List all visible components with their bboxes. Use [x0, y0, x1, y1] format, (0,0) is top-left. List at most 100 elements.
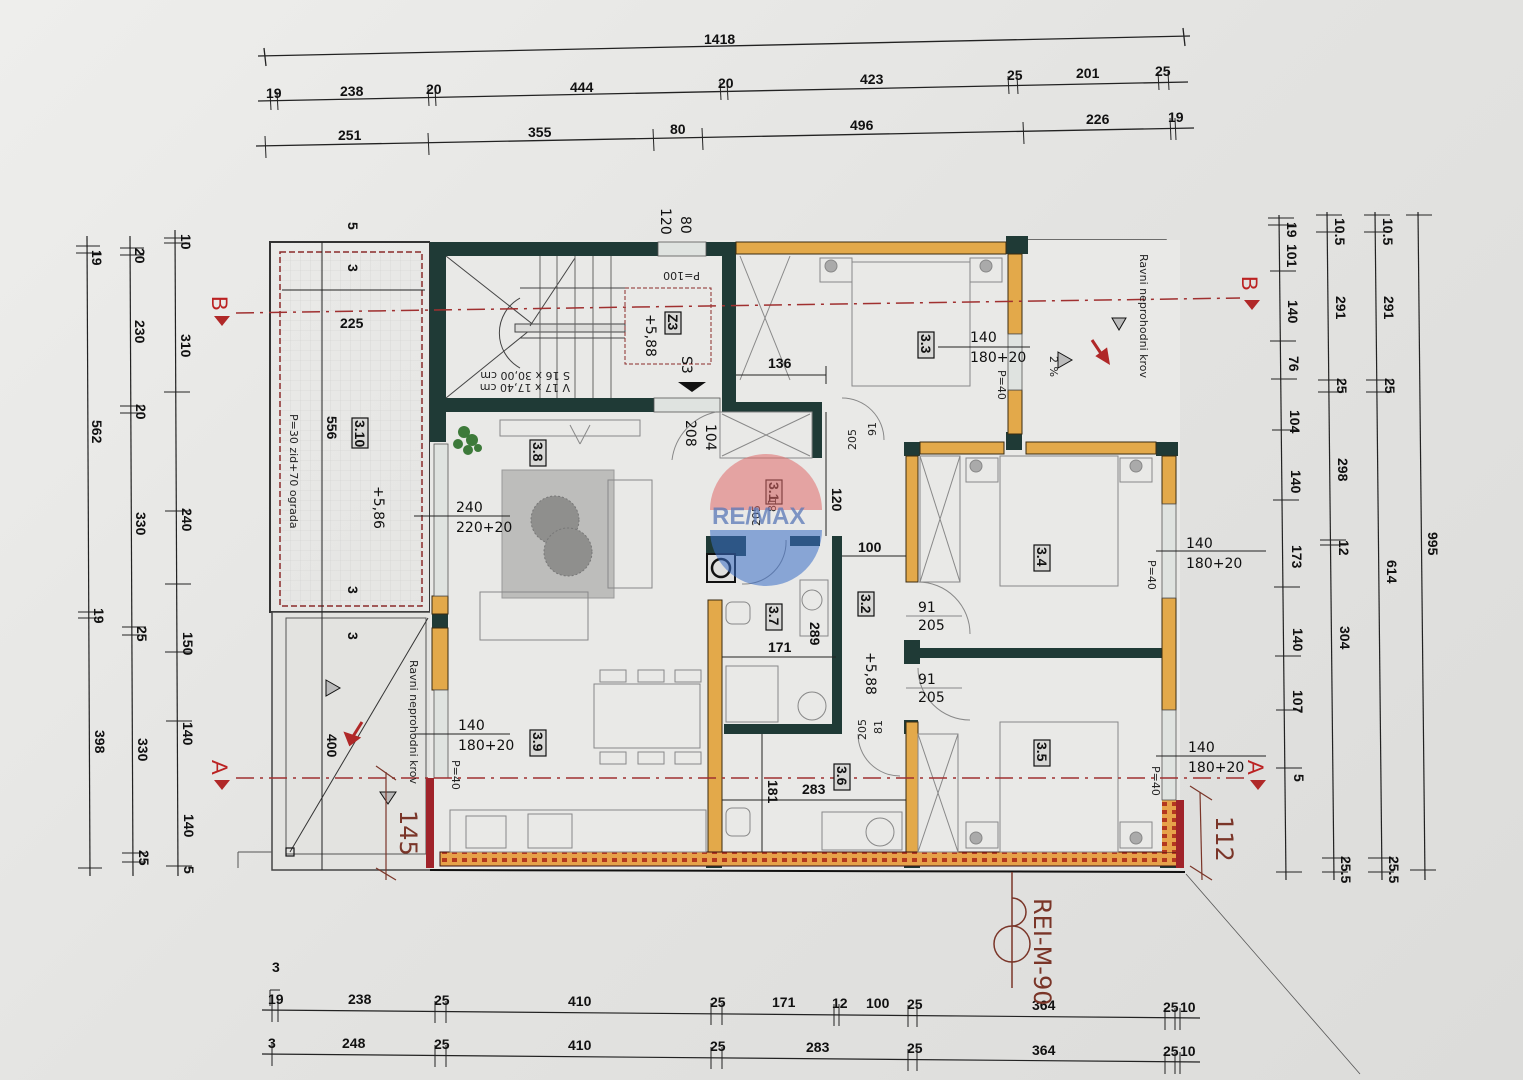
level-z3: +5,88 — [642, 314, 658, 357]
dim-bottom-row2: 364 — [1032, 1042, 1056, 1058]
dim-left: 230 — [132, 320, 148, 344]
leader-line — [1185, 873, 1361, 1075]
dim-right: 25.5 — [1386, 856, 1402, 883]
door-entry-width: 104 — [702, 424, 718, 451]
brick-walls — [431, 241, 1177, 853]
dim-right: 12 — [1336, 540, 1352, 556]
door-3-4-width: 91 — [918, 600, 936, 616]
dim-left: 10 — [178, 234, 194, 250]
dim-bottom-row1: 19 — [268, 991, 284, 1007]
fire-rating-label: REI-M-90 — [1028, 898, 1056, 1005]
door-labels: 104 208 91 205 91 205 91 205 81 205 81 2… — [682, 420, 962, 740]
dim-top-row2: 496 — [850, 117, 874, 133]
roof-label-left: Ravni neprohodni krov — [407, 660, 420, 784]
dim-top-row2: 80 — [670, 121, 686, 137]
fire-rating-symbol-icon — [993, 872, 1031, 988]
door-3-4-height: 205 — [918, 618, 945, 634]
dim-right: 140 — [1288, 470, 1304, 494]
section-lines — [235, 297, 1248, 779]
slope-triangle-icon — [1111, 317, 1127, 331]
dim-top-row2: 355 — [528, 124, 552, 140]
dim-top-row1: 19 — [266, 85, 282, 101]
dim-181: 181 — [765, 780, 781, 804]
big-dimensions — [375, 765, 1213, 881]
window-3-5-height: 180+20 — [1188, 760, 1244, 776]
dim-bottom-row2: 25 — [710, 1038, 726, 1054]
slope-triangle-icon — [379, 791, 397, 805]
door-3-6-height: 205 — [856, 719, 869, 740]
section-a-right: A — [1243, 760, 1268, 775]
dim-left: 140 — [181, 814, 197, 838]
fire-wall-bottom — [439, 851, 1179, 867]
dim-bottom-row2: 25 — [907, 1040, 923, 1056]
dim-right: 291 — [1381, 296, 1397, 320]
stair-direction-arrow — [678, 382, 706, 392]
dim-556: 556 — [324, 416, 340, 440]
dim-289: 289 — [807, 622, 823, 646]
dim-bottom-row1: 10 — [1180, 999, 1196, 1015]
window-3-5-width: 140 — [1188, 740, 1215, 756]
dim-171: 171 — [768, 639, 792, 655]
dim-right: 140 — [1290, 628, 1306, 652]
door-3-6-width: 81 — [872, 720, 885, 734]
dim-right: 5 — [1291, 774, 1307, 782]
dim-bottom-row1: 364 — [1032, 997, 1056, 1013]
door-3-3-width: 91 — [866, 422, 879, 436]
dim-bottom-row2: 3 — [268, 1035, 276, 1051]
terrace-parapet-note: P=30 zid+70 ograda — [287, 414, 300, 529]
dim-right: 291 — [1333, 296, 1349, 320]
dim-bottom-row2: 25 — [434, 1036, 450, 1052]
dim-left: 562 — [89, 420, 105, 444]
dim-120: 120 — [829, 488, 845, 512]
room-label-3-5: 3.5 — [1034, 742, 1050, 762]
internal-dimensions — [321, 242, 906, 870]
dim-bottom-row2: 25 — [1163, 1043, 1179, 1059]
dim-right: 25 — [1334, 378, 1350, 394]
window-living-bottom-height: 180+20 — [458, 738, 514, 754]
sill-3-4: P=40 — [1145, 560, 1158, 590]
window-3-3-width: 140 — [970, 330, 997, 346]
dim-left: 5 — [181, 866, 197, 874]
dim-100: 100 — [858, 539, 882, 555]
drain-arrow-icon — [343, 339, 1111, 747]
top-dimensions — [255, 27, 1195, 159]
dim-top-row1: 20 — [426, 81, 442, 97]
dim-left: 310 — [178, 334, 194, 358]
door-3-1-height: 205 — [750, 505, 763, 526]
door-3-3-height: 205 — [846, 429, 859, 450]
dim-top-row1: 20 — [718, 75, 734, 91]
dim-right: 101 — [1284, 244, 1300, 268]
slope-triangle-icon — [325, 679, 342, 697]
dim-total-width: 1418 — [704, 31, 735, 47]
level-3-10: +5,86 — [370, 486, 386, 529]
dim-right: 19 — [1284, 222, 1300, 238]
dim-left: 140 — [180, 722, 196, 746]
section-b-left: B — [207, 296, 232, 311]
dim-top-row2: 226 — [1086, 111, 1110, 127]
room-label-3-6: 3.6 — [834, 766, 850, 786]
left-dimension-labels: 19 562 19 398 20 230 20 330 25 330 25 10… — [89, 234, 197, 874]
room-label-3-7: 3.7 — [766, 606, 782, 626]
room-label-3-2: 3.2 — [858, 594, 874, 614]
section-markers: B B A A — [207, 276, 1268, 790]
dim-bottom-row1: 25 — [710, 994, 726, 1010]
room-label-3-3: 3.3 — [918, 334, 934, 354]
dim-right: 614 — [1384, 560, 1400, 584]
dim-right: 25 — [1382, 378, 1398, 394]
dim-left: 20 — [132, 248, 148, 264]
stair-parapet: P=100 — [663, 269, 700, 282]
level-3-2: +5,88 — [862, 652, 878, 695]
room-tag-z3 — [664, 311, 682, 335]
dim-top-row2: 251 — [338, 127, 362, 143]
dim-right: 10.5 — [1380, 218, 1396, 245]
roof-label-right: Ravni neprohodni krov — [1137, 254, 1150, 378]
door-3-5-height: 205 — [918, 690, 945, 706]
dim-left: 25 — [134, 626, 150, 642]
door-entry-height: 208 — [682, 420, 698, 447]
right-dimensions — [1268, 211, 1436, 881]
stair-rise: V 17 x 17,40 cm — [480, 381, 570, 394]
dim-right: 10.5 — [1332, 218, 1348, 245]
dim-top-row1: 25 — [1007, 67, 1023, 83]
label-s3: S3 — [678, 356, 694, 374]
